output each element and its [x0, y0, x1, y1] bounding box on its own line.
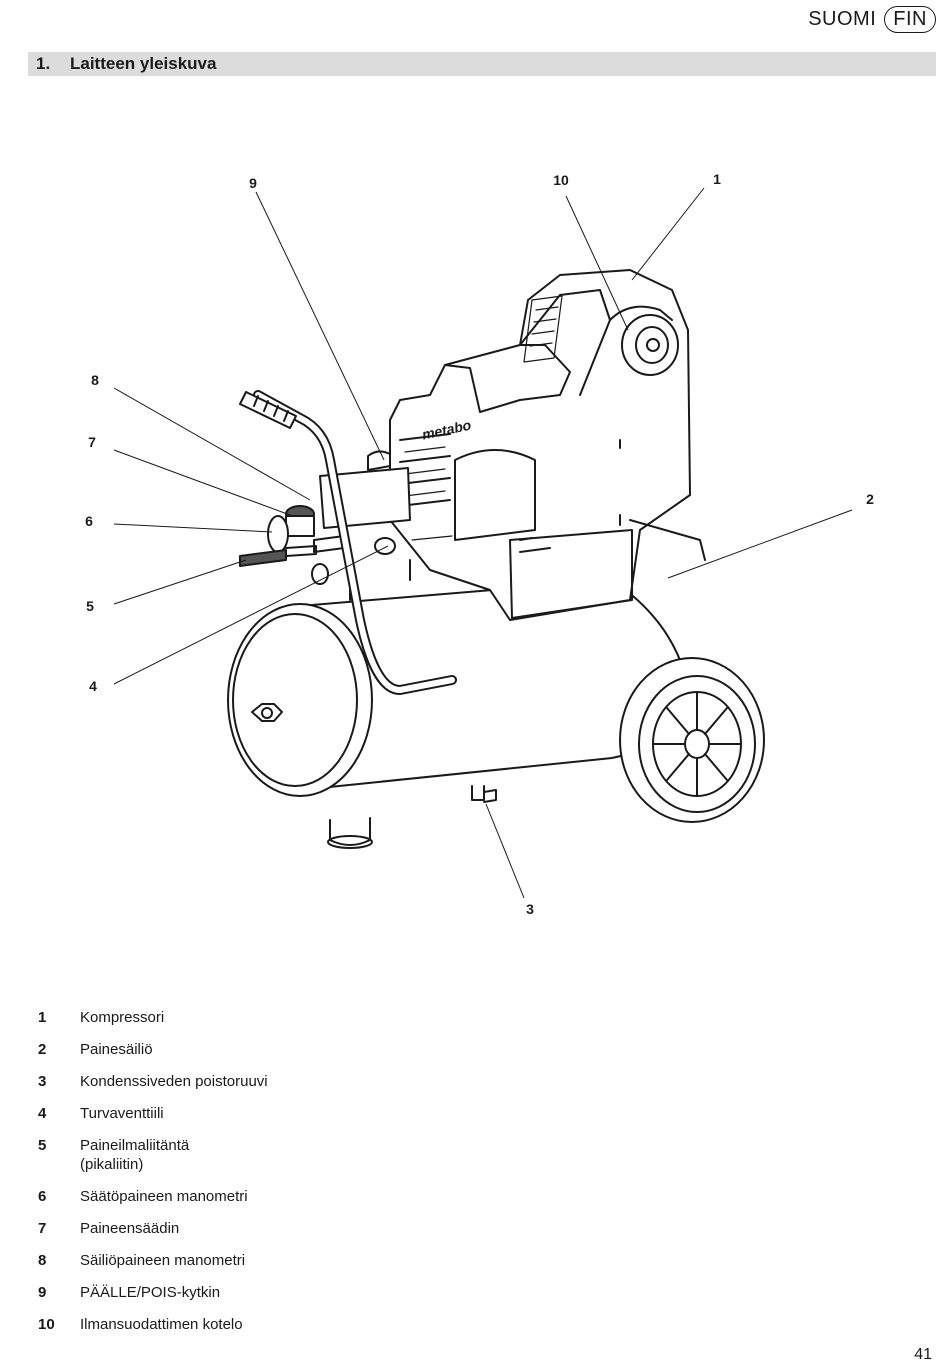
- callout-9: 9: [249, 175, 257, 191]
- section-title: Laitteen yleiskuva: [70, 54, 217, 73]
- legend-item: 5 Paineilmaliitäntä (pikaliitin): [38, 1136, 538, 1174]
- legend-text: Painesäiliö: [80, 1041, 153, 1058]
- legend-item: 10 Ilmansuodattimen kotelo: [38, 1315, 538, 1334]
- legend-text: Paineilmaliitäntä (pikaliitin): [80, 1137, 190, 1173]
- legend-text: Ilmansuodattimen kotelo: [80, 1316, 243, 1333]
- legend-number: 8: [38, 1252, 47, 1269]
- legend-text: PÄÄLLE/POIS-kytkin: [80, 1284, 221, 1301]
- legend-item: 7 Paineensäädin: [38, 1219, 538, 1238]
- callout-1: 1: [713, 171, 721, 187]
- language-code-badge: FIN: [884, 6, 936, 33]
- legend-text: Kompressori: [80, 1009, 165, 1026]
- legend-number: 1: [38, 1009, 47, 1026]
- pressure-tank-drawing: [227, 579, 692, 849]
- legend-item: 1 Kompressori: [38, 1008, 538, 1027]
- legend-item: 4 Turvaventtiili: [38, 1104, 538, 1123]
- legend-number: 6: [38, 1188, 47, 1205]
- legend-number: 2: [38, 1041, 47, 1058]
- legend-item: 3 Kondenssiveden poistoruuvi: [38, 1072, 538, 1091]
- callout-6: 6: [85, 513, 93, 529]
- legend-text: Säätöpaineen manometri: [80, 1188, 248, 1205]
- legend-item: 9 PÄÄLLE/POIS-kytkin: [38, 1283, 538, 1302]
- drain-screw-drawing: [471, 785, 497, 803]
- page-number: 41: [914, 1346, 932, 1363]
- legend-item: 2 Painesäiliö: [38, 1040, 538, 1059]
- legend-number: 7: [38, 1220, 47, 1237]
- legend-text: Paineensäädin: [80, 1220, 180, 1237]
- callout-5: 5: [86, 598, 94, 614]
- callout-10: 10: [553, 172, 569, 188]
- legend-item: 8 Säiliöpaineen manometri: [38, 1251, 538, 1270]
- section-number: 1.: [36, 54, 51, 73]
- legend-text: Turvaventtiili: [80, 1105, 164, 1122]
- callout-4: 4: [89, 678, 97, 694]
- callout-leader-lines: [113, 187, 853, 899]
- wheel-drawing: [619, 657, 765, 823]
- legend-number: 10: [38, 1316, 55, 1333]
- callout-8: 8: [91, 372, 99, 388]
- parts-legend: 1 Kompressori 2 Painesäiliö 3 Kondenssivede…: [38, 1008, 538, 1347]
- legend-number: 3: [38, 1073, 47, 1090]
- vent-grille-drawing: [404, 295, 563, 541]
- legend-number: 4: [38, 1105, 47, 1122]
- callout-7: 7: [88, 434, 96, 450]
- compressor-illustration: metabo: [113, 187, 853, 899]
- motor-housing-drawing: [389, 269, 706, 621]
- legend-number: 5: [38, 1137, 47, 1154]
- section-heading: 1. Laitteen yleiskuva: [28, 52, 936, 76]
- legend-text: Kondenssiveden poistoruuvi: [80, 1073, 268, 1090]
- callout-3: 3: [526, 901, 534, 917]
- legend-text: Säiliöpaineen manometri: [80, 1252, 246, 1269]
- language-label: SUOMI: [808, 8, 877, 30]
- language-header: SUOMI FIN: [808, 6, 936, 33]
- callout-2: 2: [866, 491, 874, 507]
- legend-item: 6 Säätöpaineen manometri: [38, 1187, 538, 1206]
- legend-number: 9: [38, 1284, 47, 1301]
- handle-drawing: [239, 390, 457, 695]
